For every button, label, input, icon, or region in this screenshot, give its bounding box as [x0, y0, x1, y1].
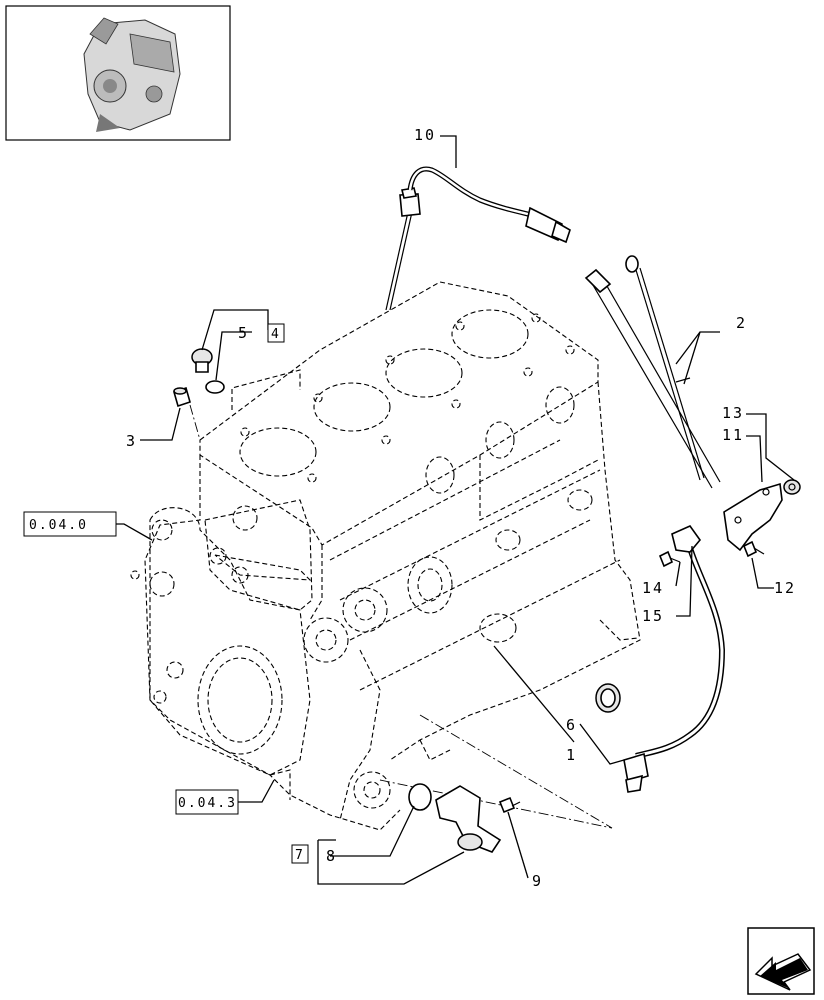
- callout-2: 2: [736, 314, 747, 332]
- ref-7-label: 7: [295, 848, 305, 863]
- part-11-bracket[interactable]: [723, 482, 783, 552]
- part-12-screw[interactable]: [742, 540, 765, 558]
- callout-14: 14: [642, 579, 664, 597]
- ref-box-0-04-3[interactable]: 0.04.3: [175, 789, 239, 815]
- part-7-elbow-fitting[interactable]: [435, 785, 502, 853]
- engine-thumbnail-icon[interactable]: [5, 5, 231, 141]
- engine-block-outline: [130, 281, 641, 831]
- part-3-bushing[interactable]: [173, 386, 191, 408]
- callout-8: 8: [326, 847, 337, 865]
- part-9-bolt[interactable]: [498, 796, 521, 814]
- callout-9: 9: [532, 872, 543, 890]
- callout-12: 12: [774, 579, 796, 597]
- ref-0-04-3-label: 0.04.3: [178, 796, 237, 811]
- ref-0-04-0-label: 0.04.0: [29, 518, 88, 533]
- part-5-plug[interactable]: [191, 348, 213, 373]
- next-page-arrow-icon[interactable]: [747, 927, 815, 995]
- callout-15: 15: [642, 607, 664, 625]
- part-2-dipstick[interactable]: [584, 255, 721, 489]
- alignment-line-block: [419, 714, 613, 829]
- part-5-washer[interactable]: [205, 380, 225, 394]
- part-6-seal[interactable]: [595, 683, 621, 713]
- part-15-clamp[interactable]: [671, 525, 702, 553]
- ref-4-label: 4: [271, 327, 281, 342]
- callout-5: 5: [238, 324, 249, 342]
- callout-13: 13: [722, 404, 744, 422]
- ref-box-4[interactable]: 4: [267, 323, 285, 343]
- callout-1: 1: [566, 746, 577, 764]
- part-1-dipstick-tube[interactable]: [623, 547, 726, 793]
- part-8-o-ring[interactable]: [408, 783, 432, 811]
- callout-10: 10: [414, 126, 436, 144]
- part-14-screw[interactable]: [658, 550, 681, 568]
- alignment-line-plug: [189, 404, 201, 441]
- part-10-sensor-cable[interactable]: [385, 166, 571, 311]
- callout-3: 3: [126, 432, 137, 450]
- ref-box-0-04-0[interactable]: 0.04.0: [23, 511, 117, 537]
- ref-box-7[interactable]: 7: [291, 844, 309, 864]
- callout-11: 11: [722, 426, 744, 444]
- callout-6: 6: [566, 716, 577, 734]
- part-13-nut[interactable]: [783, 479, 801, 495]
